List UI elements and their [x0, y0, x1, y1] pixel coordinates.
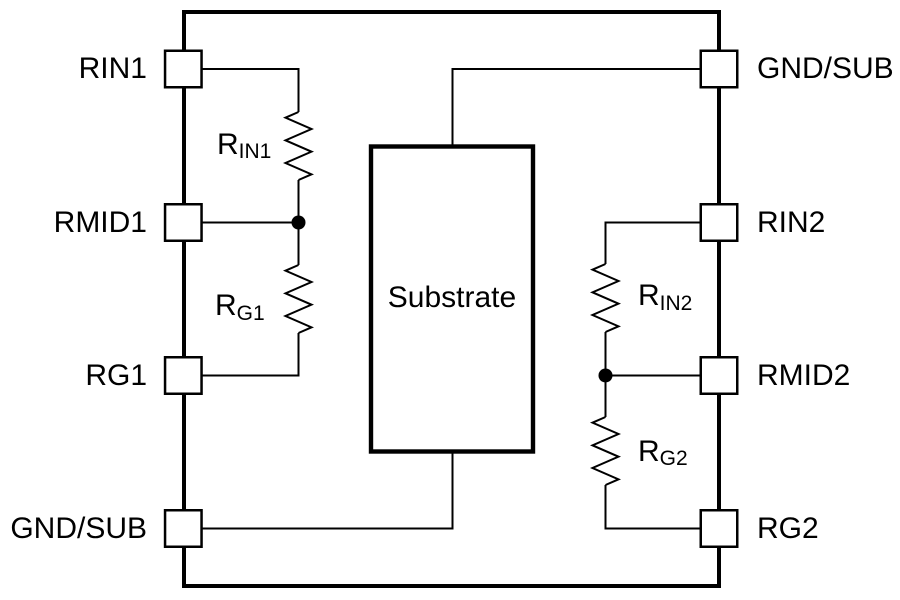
pin-square-rg1 [163, 356, 203, 395]
pin-label-rin1: RIN1 [78, 52, 147, 85]
wire-rin1-to-resistor [202, 68, 300, 112]
resistor-rg1-symbol [282, 264, 315, 334]
wire-rin2-to-resistor [604, 221, 700, 264]
resistor-label-rg2-name: R [638, 434, 660, 468]
pin-square-rmid2 [699, 356, 739, 395]
pin-label-gndsub-right: GND/SUB [757, 52, 894, 85]
wire-gndsub-top-to-substrate [451, 68, 700, 147]
chip-outline [182, 10, 721, 588]
resistor-label-rin1: RIN1 [217, 127, 272, 163]
resistor-label-rg2: RG2 [638, 434, 688, 470]
junction-dot-left [291, 215, 306, 230]
wire-rg1-resistor-to-pin [202, 333, 300, 377]
resistor-label-rg1-subscript: G1 [236, 301, 265, 325]
wire-gndsub-bottom-to-substrate [202, 451, 454, 530]
resistor-label-rin2: RIN2 [638, 279, 693, 315]
pin-label-rmid1: RMID1 [53, 205, 147, 239]
pin-square-rin1 [163, 49, 203, 89]
resistor-label-rin2-subscript: IN2 [659, 291, 693, 315]
resistor-label-rin2-name: R [638, 279, 660, 312]
pin-square-gndsub-right [699, 49, 739, 89]
pin-square-rg2 [699, 509, 739, 548]
pin-square-gndsub-left [163, 509, 203, 548]
pin-square-rin2 [699, 203, 739, 242]
pin-square-rmid1 [163, 203, 203, 242]
resistor-rin2-symbol [589, 263, 622, 333]
resistor-label-rg1-name: R [215, 289, 237, 322]
junction-dot-right [598, 368, 613, 383]
pin-label-rmid2: RMID2 [757, 358, 851, 392]
resistor-label-rg2-subscript: G2 [659, 447, 688, 470]
wire-rg2-resistor-to-pin [604, 485, 700, 530]
pin-label-gndsub-left: GND/SUB [10, 511, 147, 545]
substrate-label: Substrate [387, 281, 517, 314]
resistor-label-rin1-name: R [217, 127, 239, 161]
pin-label-rin2: RIN2 [757, 205, 826, 239]
resistor-label-rin1-subscript: IN1 [238, 140, 272, 163]
substrate-box [368, 144, 536, 454]
resistor-label-rg1: RG1 [215, 289, 265, 325]
resistor-rg2-symbol [589, 416, 622, 486]
resistor-rin1-symbol [282, 111, 315, 181]
pin-label-rg1: RG1 [85, 358, 147, 392]
pin-label-rg2: RG2 [757, 511, 819, 545]
